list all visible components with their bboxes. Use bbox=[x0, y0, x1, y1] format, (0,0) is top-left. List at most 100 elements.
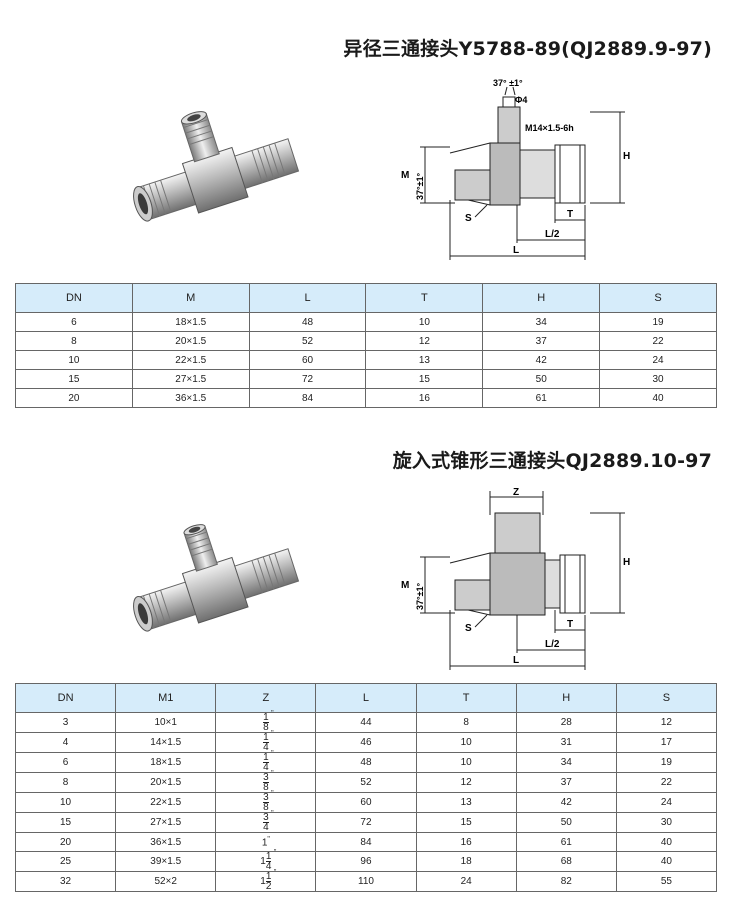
z-inch-mark: " bbox=[271, 750, 274, 757]
diagram2-m-label: M bbox=[401, 580, 409, 591]
table-cell: 20×1.5 bbox=[131, 331, 250, 351]
z-numerator: 1 bbox=[263, 732, 269, 743]
table-header-cell: M1 bbox=[115, 683, 217, 713]
z-denominator: 8 bbox=[263, 782, 269, 793]
table-cell: 52 bbox=[248, 331, 367, 351]
table-cell: 48 bbox=[248, 312, 367, 332]
table-cell: 72 bbox=[315, 812, 417, 833]
table-cell: 19 bbox=[599, 312, 717, 332]
z-inch-mark: " bbox=[273, 849, 277, 856]
table-cell: 22 bbox=[599, 331, 717, 351]
table-cell: 27×1.5 bbox=[115, 812, 217, 833]
table-cell: 10 bbox=[14, 792, 117, 813]
table-cell: 42 bbox=[482, 350, 601, 370]
table-cell: 17 bbox=[615, 732, 718, 753]
z-numerator: 3 bbox=[263, 792, 269, 803]
table-cell: 3 bbox=[14, 712, 117, 733]
diagram1-phi-label: Φ4 bbox=[515, 95, 527, 105]
table-cell: 10 bbox=[15, 350, 133, 370]
table-cell: 22×1.5 bbox=[131, 350, 250, 370]
table-header-row: DN M L T H S bbox=[15, 283, 717, 313]
table-cell: 10 bbox=[415, 752, 517, 773]
table-cell: 14×1.5 bbox=[115, 732, 217, 753]
table-cell: 30 bbox=[599, 369, 717, 389]
table-cell: 39×1.5 bbox=[115, 851, 217, 872]
table-cell: 27×1.5 bbox=[131, 369, 250, 389]
z-inch-mark: " bbox=[271, 790, 274, 797]
z-denominator: 4 bbox=[263, 762, 269, 773]
table-cell: 16 bbox=[415, 832, 517, 852]
table-cell: 15 bbox=[365, 369, 484, 389]
diagram2-h-label: H bbox=[623, 557, 630, 568]
table-cell: 50 bbox=[515, 812, 617, 833]
table-cell: 34 bbox=[482, 312, 601, 332]
diagram1-m-label: M bbox=[401, 170, 409, 181]
table-cell: 19 bbox=[615, 752, 718, 773]
table-header-cell: DN bbox=[15, 283, 133, 313]
table-cell: 15 bbox=[15, 369, 133, 389]
z-denominator: 8 bbox=[263, 722, 269, 733]
table-cell: 34 bbox=[515, 752, 617, 773]
table-cell: 12 bbox=[415, 772, 517, 793]
table-header-cell: DN bbox=[14, 683, 117, 713]
table-cell: 40 bbox=[599, 388, 717, 408]
table-cell: 20×1.5 bbox=[115, 772, 217, 793]
table-cell: 24 bbox=[615, 792, 718, 813]
diagram1-s-label: S bbox=[465, 213, 472, 224]
table-cell: 32 bbox=[14, 871, 117, 892]
table-row: 6 18×1.5 48 10 34 19 bbox=[15, 312, 717, 332]
table-cell: 8 bbox=[15, 331, 133, 351]
table-cell: 40 bbox=[615, 832, 718, 852]
table-cell: 24 bbox=[599, 350, 717, 370]
table-cell: 46 bbox=[315, 732, 417, 753]
z-whole: 1 bbox=[260, 876, 266, 888]
table-cell: 42 bbox=[515, 792, 617, 813]
table-cell: 37 bbox=[482, 331, 601, 351]
table-cell: 18×1.5 bbox=[131, 312, 250, 332]
table-cell: 36×1.5 bbox=[131, 388, 250, 408]
table-cell: 61 bbox=[515, 832, 617, 852]
table-cell: 50 bbox=[482, 369, 601, 389]
table-cell: 61 bbox=[482, 388, 601, 408]
table-cell: 52 bbox=[315, 772, 417, 793]
tapered-tee-photo bbox=[133, 524, 300, 632]
table-cell: 44 bbox=[315, 712, 417, 733]
z-numerator: 3 bbox=[263, 772, 269, 783]
diagram1-thread-label: M14×1.5-6h bbox=[525, 123, 574, 133]
table-cell: 6 bbox=[14, 752, 117, 773]
table-header-cell: Z bbox=[215, 683, 317, 713]
section2-title: 旋入式锥形三通接头QJ2889.10-97 bbox=[392, 450, 712, 472]
table-cell: 8 bbox=[14, 772, 117, 793]
table-cell: 52×2 bbox=[115, 871, 217, 892]
table-header-cell: H bbox=[515, 683, 617, 713]
table-cell: 36×1.5 bbox=[115, 832, 217, 852]
table-cell: 37 bbox=[515, 772, 617, 793]
diagram1-h-label: H bbox=[623, 151, 630, 162]
z-thread-cell: 1" bbox=[215, 832, 317, 852]
table-header-cell: T bbox=[415, 683, 517, 713]
z-denominator: 4 bbox=[263, 822, 269, 833]
z-denominator: 4 bbox=[265, 861, 272, 872]
table-cell: 10×1 bbox=[115, 712, 217, 733]
table-cell: 22 bbox=[615, 772, 718, 793]
z-numerator: 3 bbox=[263, 812, 269, 823]
table-cell: 16 bbox=[365, 388, 484, 408]
